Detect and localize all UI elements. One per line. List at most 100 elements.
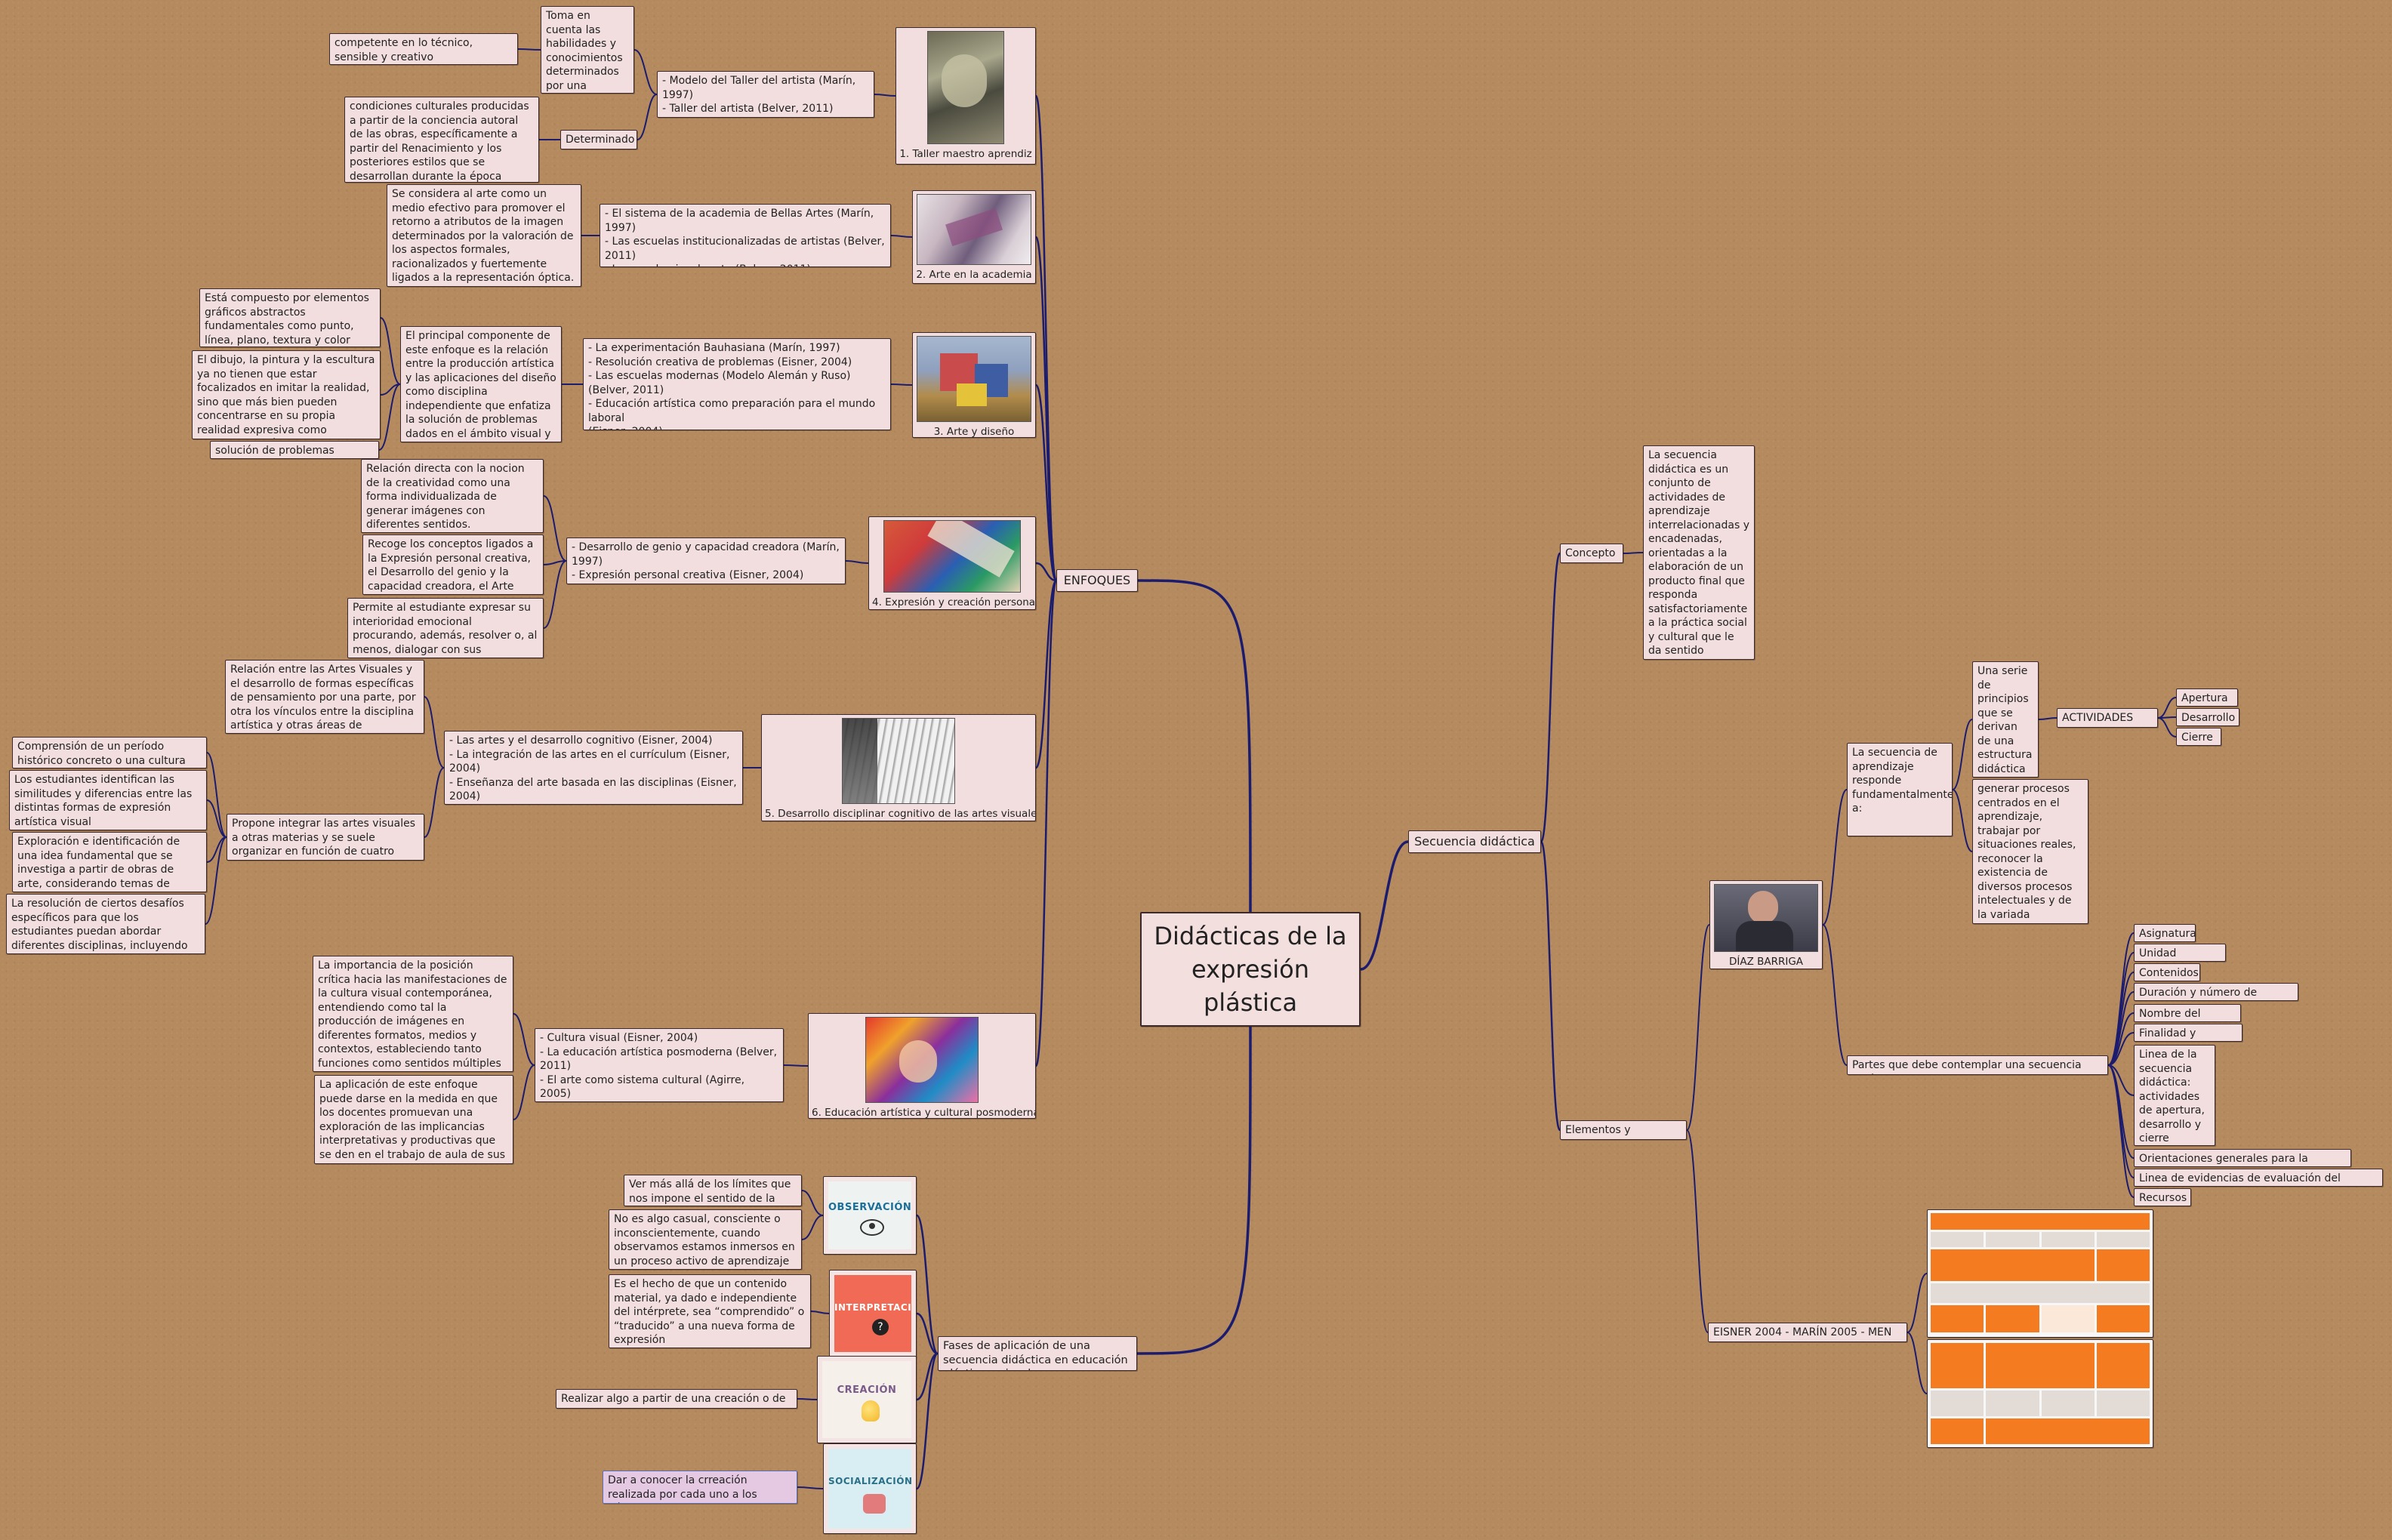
connector [543,560,567,565]
actividades-de[interactable]: ACTIVIDADES DE: [2057,708,2158,728]
enfoque-5-detail-exploracion[interactable]: Exploración e identificación de una idea… [12,832,207,892]
connector [1540,840,1561,1132]
enfoque-1-detail-condiciones[interactable]: condiciones culturales producidas a part… [344,97,539,183]
secuencia-elementos-momentos[interactable]: Elementos y Momentos [1560,1120,1687,1140]
parte-asignatura[interactable]: Asignatura [2134,924,2196,942]
parte-unidad-tematica[interactable]: Unidad tematica [2134,944,2226,962]
connector [916,1312,939,1355]
connector [915,1214,939,1355]
secuencia-concepto-definicion[interactable]: La secuencia didáctica es un conjunto de… [1643,445,1755,660]
parte-contenidos[interactable]: Contenidos [2134,963,2200,981]
enfoque-1-caption: 1. Taller maestro aprendiz [899,148,1032,160]
enfoque-5-authors[interactable]: - Las artes y el desarrollo cognitivo (E… [444,731,743,805]
enfoque-desarrollo-disciplinar-cognitivo[interactable]: 5. Desarrollo disciplinar cognitivo de l… [761,714,1036,821]
enfoque-6-authors[interactable]: - Cultura visual (Eisner, 2004) - La edu… [535,1028,784,1102]
parte-linea-evidencias[interactable]: Linea de evidencias de evaluación del ap… [2134,1169,2383,1187]
enfoque-4-detail-creatividad[interactable]: Relación directa con la nocion de la cre… [361,459,544,533]
enfoque-6-detail-aplicacion[interactable]: La aplicación de este enfoque puede dars… [314,1075,513,1164]
enfoque-arte-en-la-academia[interactable]: 2. Arte en la academia [912,190,1036,284]
connector [1822,924,1848,1066]
secuencia-generar-procesos[interactable]: generar procesos centrados en el aprendi… [1972,779,2088,924]
enfoque-3-detail-solucion[interactable]: solución de problemas concretos [210,441,379,459]
connector [810,1311,830,1314]
enfoque-5-detail-periodo[interactable]: Comprensión de un período histórico conc… [12,737,207,768]
enfoque-1-detail-determinado[interactable]: Determinado [560,130,637,149]
secuencia-responde[interactable]: La secuencia de aprendizaje responde fun… [1847,743,1953,836]
connector [2107,932,2135,1066]
enfoque-5-detail-relacion[interactable]: Relación entre las Artes Visuales y el d… [225,660,424,734]
enfoque-6-detail-posicion-critica[interactable]: La importancia de la posición crítica ha… [313,956,513,1072]
connector [2107,972,2135,1066]
connector [801,1215,824,1240]
enfoque-taller-maestro-aprendiz[interactable]: 1. Taller maestro aprendiz [895,27,1036,165]
parte-linea-secuencia[interactable]: Linea de la secuencia didáctica: activid… [2134,1045,2215,1146]
enfoque-2-image [917,194,1031,265]
tabla-secuencia-2[interactable] [1927,1339,2153,1448]
enfoque-2-authors[interactable]: - El sistema de la academia de Bellas Ar… [600,204,891,267]
partes-secuencia-didactica[interactable]: Partes que debe contemplar una secuencia… [1847,1055,2108,1075]
fase-socializacion-label: SOCIALIZACIÓN [828,1476,911,1486]
branch-enfoques[interactable]: ENFOQUES [1056,569,1138,592]
enfoque-2-detail-arte-medio[interactable]: Se considera al arte como un medio efect… [387,184,581,287]
actividad-cierre[interactable]: Cierre [2176,728,2221,746]
enfoque-arte-y-diseno[interactable]: 3. Arte y diseño [912,332,1036,438]
connector [2107,1064,2135,1198]
enfoque-1-detail-tradicion[interactable]: Toma en cuenta las habilidades y conocim… [541,6,634,94]
enfoque-3-detail-dibujo[interactable]: El dibujo, la pintura y la escultura ya … [192,350,381,439]
connector [206,799,227,838]
enfoque-3-authors[interactable]: - La experimentación Bauhasiana (Marín, … [583,338,891,430]
connector [1034,94,1058,582]
fase-observacion-text-1[interactable]: Ver más allá de los límites que nos impo… [624,1175,802,1206]
secuencia-concepto[interactable]: Concepto [1560,544,1623,563]
fase-creacion-text[interactable]: Realizar algo a partir de una creación o… [556,1389,797,1409]
actividad-apertura[interactable]: Apertura [2176,688,2238,707]
parte-nombre-profesor[interactable]: Nombre del profesor [2134,1004,2241,1022]
fase-interpretacion[interactable]: INTERPRETACIÓN ? [829,1270,917,1357]
diaz-barriga-caption: DÍAZ BARRIGA [1728,956,1804,968]
connector [874,94,896,97]
enfoque-5-image [842,718,955,804]
connector [797,1486,824,1489]
enfoque-3-caption: 3. Arte y diseño [933,426,1015,438]
diaz-barriga[interactable]: DÍAZ BARRIGA [1709,880,1823,969]
secuencia-principios[interactable]: Una serie de principios que se derivan d… [1972,661,2039,778]
central-topic[interactable]: Didácticas de la expresión plástica [1140,912,1361,1027]
connector [1907,1332,1928,1394]
enfoque-3-detail-elementos[interactable]: Está compuesto por elementos gráficos ab… [199,288,381,347]
enfoque-expresion-creacion-personal[interactable]: 4. Expresión y creación personal [868,516,1036,610]
fase-interpretacion-text[interactable]: Es el hecho de que un contenido material… [609,1274,811,1348]
connector [845,560,869,564]
parte-finalidad-objetivos[interactable]: Finalidad y Objetivos [2134,1024,2242,1042]
fase-interpretacion-card: INTERPRETACIÓN ? [834,1275,911,1352]
enfoque-1-authors[interactable]: - Modelo del Taller del artista (Marín, … [657,71,874,118]
parte-orientaciones-evaluacion[interactable]: Orientaciones generales para la evaluaci… [2134,1149,2351,1167]
fase-creacion[interactable]: CREACIÓN [817,1356,917,1443]
enfoque-5-detail-desafios[interactable]: La resolución de ciertos desafíos especí… [6,894,205,954]
enfoque-4-detail-interioridad[interactable]: Permite al estudiante expresar su interi… [347,598,544,658]
fase-socializacion-text[interactable]: Dar a conocer la crreación realizada por… [603,1471,797,1504]
fase-observacion[interactable]: OBSERVACIÓN [823,1176,917,1255]
enfoque-4-detail-conceptos[interactable]: Recoge los conceptos ligados a la Expres… [362,534,544,595]
eisner-marin-men[interactable]: EISNER 2004 - MARÍN 2005 - MEN 2010 [1708,1323,1907,1342]
enfoque-5-detail-propone[interactable]: Propone integrar las artes visuales a ot… [227,814,424,861]
enfoque-educacion-posmoderna[interactable]: 6. Educación artística y cultural posmod… [808,1013,1036,1119]
fase-socializacion[interactable]: SOCIALIZACIÓN [823,1443,917,1534]
branch-fases-aplicacion[interactable]: Fases de aplicación de una secuencia did… [938,1336,1137,1371]
enfoque-1-detail-competente[interactable]: competente en lo técnico, sensible y cre… [329,33,518,65]
enfoque-3-detail-componente[interactable]: El principal componente de este enfoque … [400,326,562,442]
actividad-desarrollo[interactable]: Desarrollo [2176,708,2239,726]
fase-observacion-card: OBSERVACIÓN [828,1181,911,1249]
fase-observacion-text-2[interactable]: No es algo casual, consciente o inconsci… [609,1209,802,1270]
enfoque-4-authors[interactable]: - Desarrollo de genio y capacidad creado… [566,537,846,584]
connector [1952,789,1973,852]
connector [424,767,445,838]
branch-secuencia-didactica[interactable]: Secuencia didáctica [1408,830,1541,853]
connector [2157,697,2177,719]
parte-duracion-sesiones[interactable]: Duración y número de sesiones [2134,983,2298,1001]
parte-recursos[interactable]: Recursos [2134,1188,2191,1206]
tabla-secuencia-1[interactable] [1927,1209,2153,1338]
fase-creacion-label: CREACIÓN [837,1384,897,1396]
connector [380,317,401,385]
enfoque-5-detail-similitudes[interactable]: Los estudiantes identifican las similitu… [9,770,207,830]
connector [205,836,227,925]
